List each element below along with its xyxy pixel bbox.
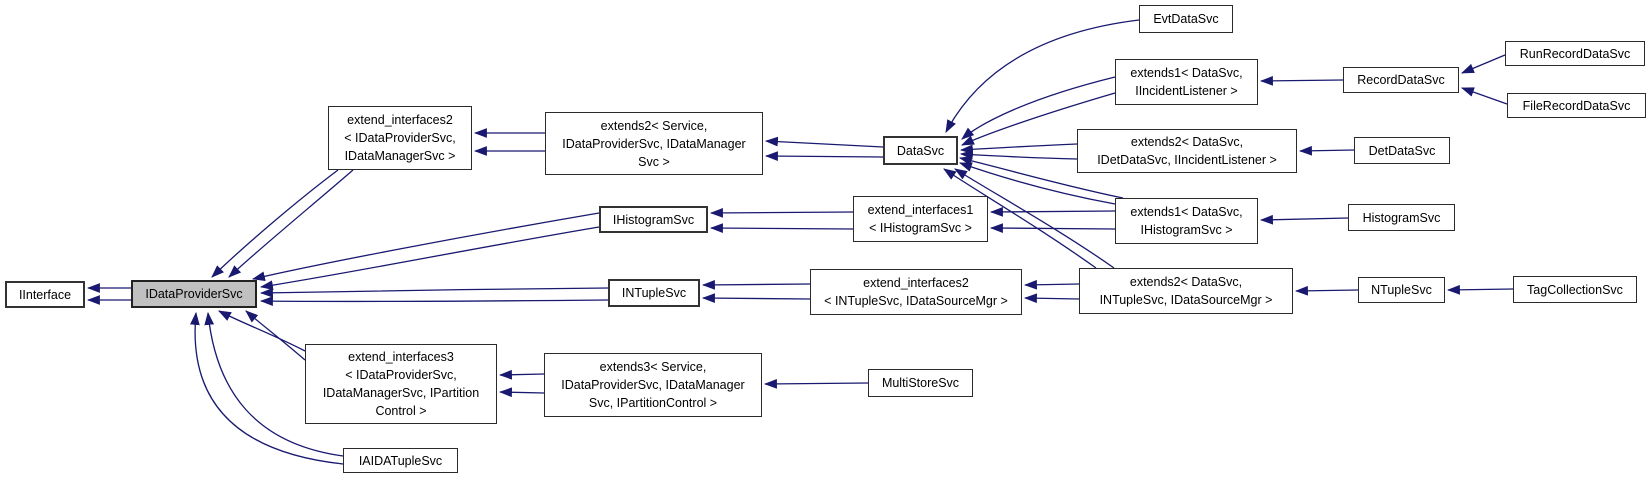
edge-detdatasvc-e2det — [1298, 145, 1355, 156]
edge-e1hist-datasvc-1 — [958, 162, 1116, 205]
node-extend-interfaces1-ihistogramsvc[interactable]: extend_interfaces1 < IHistogramSvc > — [853, 196, 988, 242]
node-label: extends2< DataSvc, INTupleSvc, IDataSour… — [1099, 275, 1273, 307]
edge-filerecorddatasvc-recorddatasvc — [1460, 87, 1508, 105]
node-iinterface[interactable]: IInterface — [5, 281, 85, 308]
edge-ntuplesvc-e2ntup — [1294, 285, 1359, 296]
edge-ei1-ihistogramsvc-2 — [709, 223, 854, 233]
node-extends3-service[interactable]: extends3< Service, IDataProviderSvc, IDa… — [544, 353, 762, 417]
edge-e2det-datasvc-1 — [959, 143, 1078, 155]
edge-e2ntup-ei2b-2 — [1023, 293, 1080, 304]
edge-e3svc-ei3-1 — [498, 369, 545, 380]
node-label: MultiStoreSvc — [881, 376, 960, 390]
node-label: NTupleSvc — [1371, 283, 1432, 297]
node-tagcollectionsvc[interactable]: TagCollectionSvc — [1513, 276, 1637, 303]
edge-e2det-datasvc-2 — [959, 149, 1078, 160]
node-extends1-iincidentlistener[interactable]: extends1< DataSvc, IIncidentListener > — [1115, 59, 1258, 105]
node-extend-interfaces2-intuplesvc[interactable]: extend_interfaces2 < INTupleSvc, IDataSo… — [810, 269, 1022, 315]
node-label: extends2< DataSvc, IDetDataSvc, IInciden… — [1097, 135, 1277, 167]
node-label: extend_interfaces3 < IDataProviderSvc, I… — [322, 350, 480, 418]
edge-runrecorddatasvc-recorddatasvc — [1461, 54, 1506, 74]
node-extend-interfaces3[interactable]: extend_interfaces3 < IDataProviderSvc, I… — [305, 344, 497, 424]
edge-e1inc-datasvc-1 — [961, 76, 1116, 140]
edge-histogramsvc-e1hist — [1259, 214, 1349, 225]
node-label: TagCollectionSvc — [1527, 282, 1623, 297]
node-ihistogramsvc[interactable]: IHistogramSvc — [599, 206, 708, 233]
edge-recorddatasvc-e1inc — [1259, 75, 1344, 86]
node-label: extends1< DataSvc, IHistogramSvc > — [1130, 205, 1243, 237]
edge-iaidatuplesvc-idataprovidersvc-1 — [204, 311, 344, 457]
edge-ei2b-intuplesvc-2 — [701, 293, 811, 303]
node-label: extend_interfaces2 < INTupleSvc, IDataSo… — [824, 276, 1008, 308]
node-idataprovidersvc: IDataProviderSvc — [131, 280, 257, 308]
edge-e1hist-datasvc-2 — [958, 156, 1124, 199]
node-recorddatasvc[interactable]: RecordDataSvc — [1343, 67, 1459, 93]
node-label: DetDataSvc — [1368, 143, 1436, 158]
edge-ei2a-idataprovidersvc-2 — [228, 169, 354, 278]
node-label: RecordDataSvc — [1357, 73, 1445, 87]
node-iaidatuplesvc[interactable]: IAIDATupleSvc — [343, 448, 458, 473]
node-label: IInterface — [18, 287, 72, 302]
edge-ei2b-intuplesvc-1 — [701, 280, 811, 290]
node-multistoresvc[interactable]: MultiStoreSvc — [868, 369, 973, 397]
edge-ei3-idataprovidersvc-2 — [218, 310, 306, 352]
node-label: extends3< Service, IDataProviderSvc, IDa… — [561, 360, 745, 410]
edge-tagcollectionsvc-ntuplesvc — [1446, 284, 1514, 295]
edge-e2ntup-ei2b-1 — [1023, 279, 1080, 290]
node-label: FileRecordDataSvc — [1522, 98, 1631, 113]
node-label: IAIDATupleSvc — [358, 453, 443, 468]
edge-ei2a-idataprovidersvc-1 — [211, 169, 339, 278]
node-detdatasvc[interactable]: DetDataSvc — [1354, 137, 1450, 164]
node-extend-interfaces2-idataprovider[interactable]: extend_interfaces2 < IDataProviderSvc, I… — [328, 106, 472, 170]
node-extends2-idetdatasvc[interactable]: extends2< DataSvc, IDetDataSvc, IInciden… — [1077, 129, 1297, 173]
node-label: HistogramSvc — [1362, 210, 1441, 225]
node-label: IHistogramSvc — [612, 212, 695, 227]
node-label: extend_interfaces2 < IDataProviderSvc, I… — [344, 113, 456, 163]
edge-datasvc-e2svc-1 — [764, 136, 884, 148]
edge-ihistogramsvc-idataprovidersvc-2 — [259, 226, 600, 290]
edge-e1inc-datasvc-2 — [961, 92, 1116, 146]
edge-datasvc-e2svc-2 — [764, 151, 884, 161]
node-extends2-intuplesvc[interactable]: extends2< DataSvc, INTupleSvc, IDataSour… — [1079, 268, 1293, 314]
edge-e3svc-ei3-2 — [498, 387, 545, 398]
node-extends1-ihistogramsvc[interactable]: extends1< DataSvc, IHistogramSvc > — [1115, 198, 1258, 244]
node-label: extends2< Service, IDataProviderSvc, IDa… — [562, 118, 746, 169]
node-label: IDataProviderSvc — [145, 287, 243, 301]
node-extends2-service[interactable]: extends2< Service, IDataProviderSvc, IDa… — [545, 112, 763, 175]
node-evtdatasvc[interactable]: EvtDataSvc — [1139, 5, 1233, 33]
node-histogramsvc[interactable]: HistogramSvc — [1348, 204, 1455, 231]
edge-ei1-ihistogramsvc-1 — [709, 208, 854, 218]
edge-intuplesvc-idataprovidersvc-1 — [259, 287, 609, 298]
node-ntuplesvc[interactable]: NTupleSvc — [1358, 277, 1445, 303]
node-filerecorddatasvc[interactable]: FileRecordDataSvc — [1507, 93, 1646, 118]
edge-iaidatuplesvc-idataprovidersvc-2 — [190, 311, 344, 465]
node-label: extend_interfaces1 < IHistogramSvc > — [867, 203, 974, 235]
edge-ihistogramsvc-idataprovidersvc-1 — [251, 212, 600, 282]
edge-ei3-idataprovidersvc-1 — [245, 310, 306, 361]
node-label: INTupleSvc — [621, 286, 687, 300]
node-label: DataSvc — [896, 143, 945, 158]
node-datasvc[interactable]: DataSvc — [883, 136, 958, 165]
node-runrecorddatasvc[interactable]: RunRecordDataSvc — [1505, 41, 1645, 66]
node-intuplesvc[interactable]: INTupleSvc — [608, 279, 700, 307]
node-label: extends1< DataSvc, IIncidentListener > — [1130, 66, 1243, 98]
node-label: RunRecordDataSvc — [1519, 46, 1631, 61]
node-label: EvtDataSvc — [1153, 12, 1219, 26]
edge-multistoresvc-e3svc — [763, 379, 869, 389]
edge-e2ntup-datasvc-2 — [954, 168, 1115, 269]
edge-intuplesvc-idataprovidersvc-2 — [259, 296, 609, 307]
edge-evtdatasvc-datasvc — [945, 19, 1140, 133]
